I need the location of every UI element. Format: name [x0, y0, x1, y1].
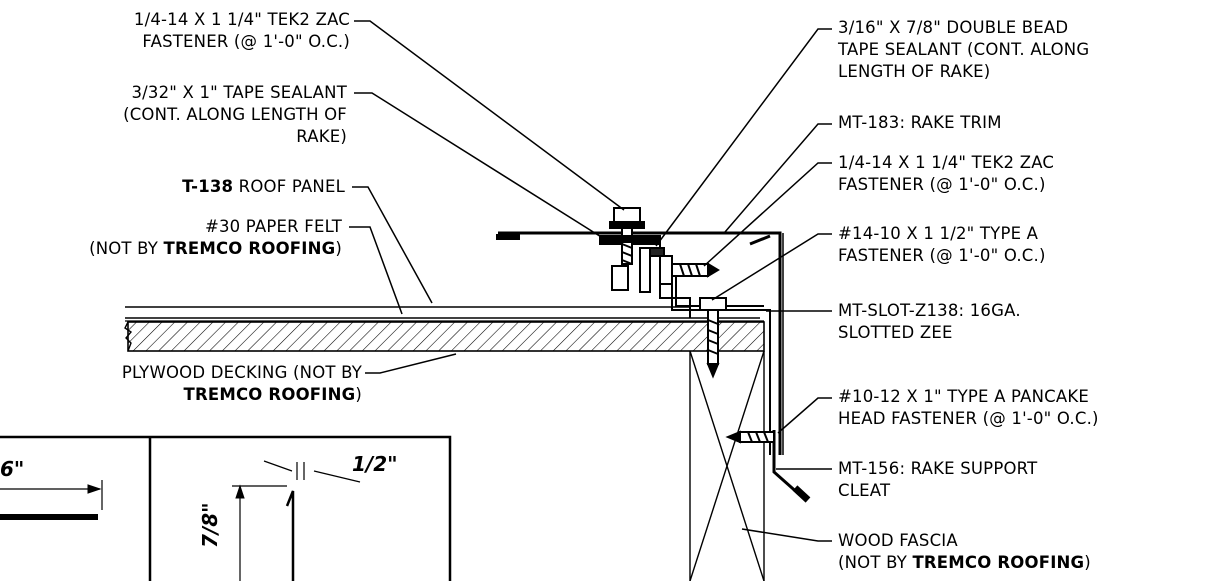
callout-roof-panel: T-138 ROOF PANEL — [182, 177, 345, 196]
callout-pancake-fastener: #10-12 X 1" TYPE A PANCAKE HEAD FASTENER… — [838, 387, 1099, 428]
paper-felt-and-panel — [125, 306, 764, 322]
callout-tek2-fastener-left: 1/4-14 X 1 1/4" TEK2 ZAC FASTENER (@ 1'-… — [133, 10, 350, 51]
leader-lines — [349, 20, 832, 542]
inset-detail-boxes — [0, 435, 452, 581]
callout-wood-fascia: WOOD FASCIA (NOT BY TREMCO ROOFING) — [838, 531, 1091, 572]
callout-tek2-fastener-right: 1/4-14 X 1 1/4" TEK2 ZAC FASTENER (@ 1'-… — [838, 153, 1055, 194]
callout-rake-support-cleat: MT-156: RAKE SUPPORT CLEAT — [838, 459, 1038, 500]
rake-support-cleat — [772, 430, 811, 503]
callout-slotted-zee: MT-SLOT-Z138: 16GA. SLOTTED ZEE — [838, 301, 1021, 342]
panel-riser — [599, 240, 691, 318]
callout-double-bead-sealant: 3/16" X 7/8" DOUBLE BEAD TAPE SEALANT (C… — [838, 18, 1090, 81]
wood-fascia — [689, 350, 765, 581]
pancake-fastener — [725, 430, 775, 444]
callout-type-a-fastener: #14-10 X 1 1/2" TYPE A FASTENER (@ 1'-0"… — [838, 224, 1046, 265]
tek2-fastener-top — [599, 207, 661, 265]
dim-six-inch: 6" — [0, 457, 25, 481]
callout-tape-sealant: 3/32" X 1" TAPE SEALANT (CONT. ALONG LEN… — [123, 83, 347, 146]
callout-plywood-decking: PLYWOOD DECKING (NOT BY TREMCO ROOFING) — [121, 363, 362, 404]
tek2-fastener-side — [659, 255, 720, 285]
rake-trim — [496, 231, 784, 455]
plywood-decking — [124, 321, 765, 352]
callout-rake-trim: MT-183: RAKE TRIM — [838, 113, 1002, 132]
type-a-fastener — [699, 297, 727, 379]
slotted-zee — [671, 268, 771, 455]
dim-seven-eighths: 7/8" — [198, 502, 222, 548]
dim-half-inch: 1/2" — [352, 452, 398, 476]
callout-paper-felt: #30 PAPER FELT (NOT BY TREMCO ROOFING) — [89, 217, 342, 258]
